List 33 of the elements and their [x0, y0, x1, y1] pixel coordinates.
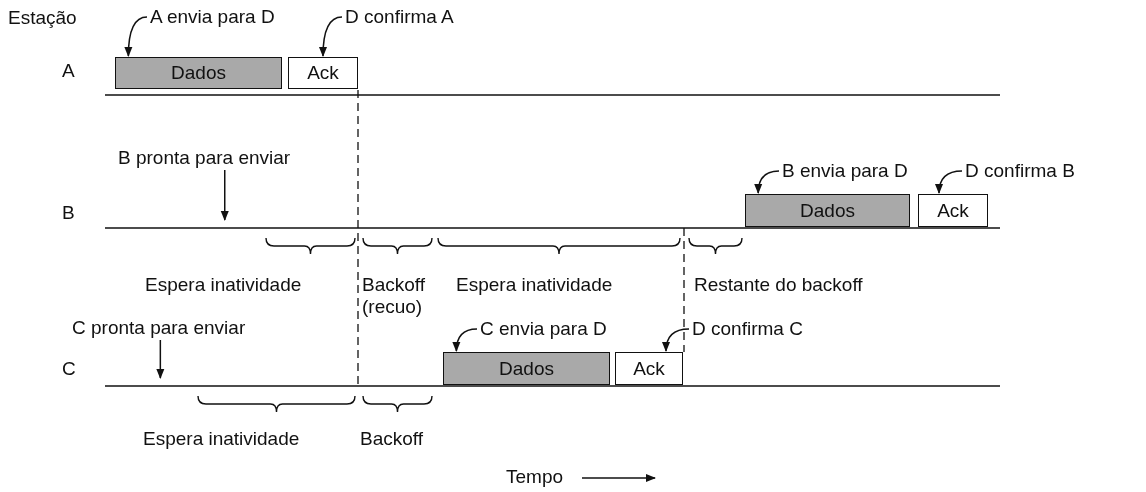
- annotation-text: C envia para D: [480, 318, 607, 340]
- station-label: B: [62, 202, 75, 224]
- annotation-text: A envia para D: [150, 6, 275, 28]
- arrow: [220, 169, 229, 221]
- leader-line: [662, 328, 690, 352]
- interval-label: Espera inatividade: [143, 428, 300, 450]
- leader-line: [452, 328, 478, 352]
- station-label: C: [62, 358, 76, 380]
- data-frame-box: Dados: [745, 194, 910, 227]
- annotation-text: D confirma A: [345, 6, 454, 28]
- data-frame-box: Dados: [443, 352, 610, 385]
- data-frame-box: Dados: [115, 57, 282, 89]
- interval-label: Backoff: [360, 428, 424, 450]
- annotation-text: B pronta para enviar: [118, 147, 291, 169]
- ack-frame-box: Ack: [288, 57, 358, 89]
- interval-label: Restante do backoff: [694, 274, 863, 296]
- leader-line: [935, 170, 963, 194]
- axis-title: Estação: [8, 7, 77, 29]
- arrow: [156, 339, 165, 379]
- leader-line: [319, 16, 343, 57]
- annotation-text: C pronta para enviar: [72, 317, 246, 339]
- annotation-text: B envia para D: [782, 160, 908, 182]
- interval-label: Backoff (recuo): [362, 274, 427, 318]
- axis-label: Tempo: [506, 466, 564, 488]
- leader-line: [754, 170, 780, 194]
- station-label: A: [62, 60, 75, 82]
- annotation-text: D confirma B: [965, 160, 1075, 182]
- leader-line: [124, 16, 148, 57]
- interval-label: Espera inatividade: [456, 274, 613, 296]
- interval-label: Espera inatividade: [145, 274, 302, 296]
- ack-frame-box: Ack: [615, 352, 683, 385]
- annotation-text: D confirma C: [692, 318, 803, 340]
- ack-frame-box: Ack: [918, 194, 988, 227]
